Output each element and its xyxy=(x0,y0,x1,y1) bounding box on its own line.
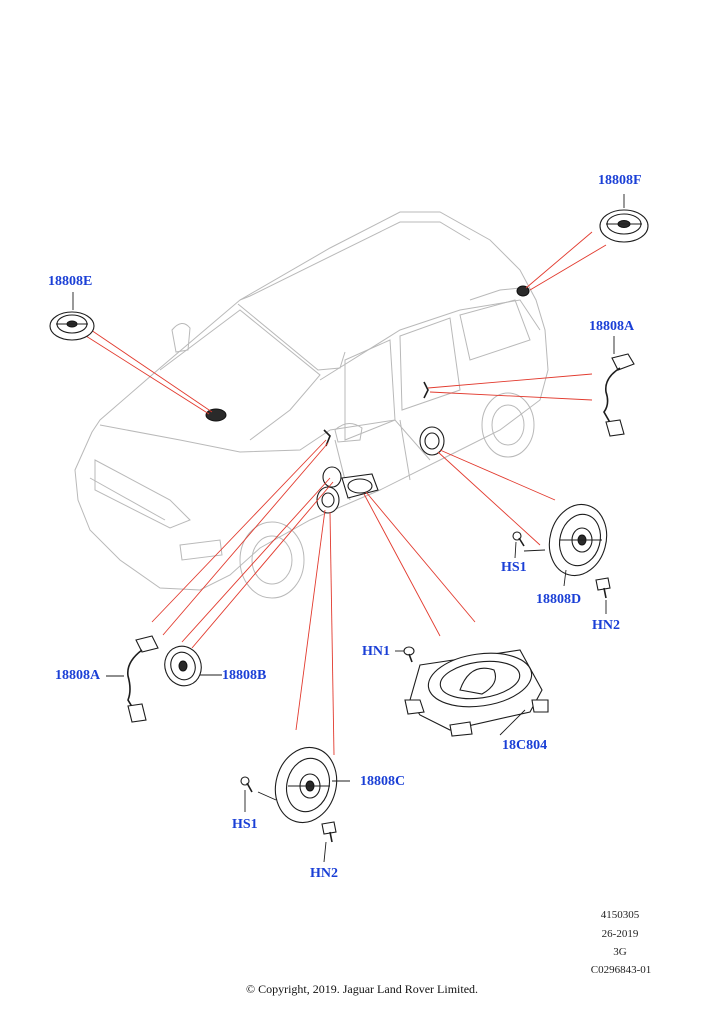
harness-18808A-right[interactable] xyxy=(603,353,635,437)
callout-18C804[interactable]: 18C804 xyxy=(502,738,548,753)
screw-hs1-right xyxy=(512,531,525,547)
vehicle-outline xyxy=(74,211,549,599)
speaker-18808C[interactable] xyxy=(267,741,345,830)
illustration-rev: 3G xyxy=(613,946,627,958)
nut-hn1 xyxy=(403,646,415,663)
callout-18808E[interactable]: 18808E xyxy=(48,274,93,289)
callout-18808D[interactable]: 18808D xyxy=(536,592,582,607)
clip-hn2-bottom xyxy=(321,821,337,843)
rear-door-harness-mount xyxy=(423,381,429,399)
callout-HN1[interactable]: HN1 xyxy=(362,644,390,659)
speaker-18808B[interactable] xyxy=(159,641,207,691)
speaker-18808E[interactable] xyxy=(49,311,95,341)
subwoofer-18C804[interactable] xyxy=(404,647,549,737)
rear-door-speaker-mount xyxy=(419,426,445,456)
harness-18808A-left[interactable] xyxy=(126,635,159,723)
screw-hs1-bottom xyxy=(240,776,253,793)
front-door-harness-mount xyxy=(323,429,331,447)
speaker-18808F[interactable] xyxy=(599,209,649,243)
callout-pointers xyxy=(72,194,625,863)
callout-HN2-right[interactable]: HN2 xyxy=(592,618,620,633)
illustration-ref: 4150305 xyxy=(600,909,640,921)
illustration-date: 26-2019 xyxy=(601,928,639,940)
callout-HS1-right[interactable]: HS1 xyxy=(501,560,527,575)
callout-18808C[interactable]: 18808C xyxy=(360,774,406,789)
copyright-notice: © Copyright, 2019. Jaguar Land Rover Lim… xyxy=(245,982,479,996)
illustration-code: C0296843-01 xyxy=(590,964,652,976)
callout-18808A-left[interactable]: 18808A xyxy=(55,668,101,683)
front-door-speaker-mount xyxy=(316,466,379,514)
dash-speaker-mount xyxy=(205,408,227,422)
callout-HN2-bottom[interactable]: HN2 xyxy=(310,866,338,881)
callout-18808A-right[interactable]: 18808A xyxy=(589,319,635,334)
callout-18808B[interactable]: 18808B xyxy=(222,668,267,683)
callout-18808F[interactable]: 18808F xyxy=(598,173,642,188)
rear-speaker-mount xyxy=(516,285,530,297)
clip-hn2-right xyxy=(595,577,611,599)
leader-lines xyxy=(85,231,607,756)
speaker-18808D[interactable] xyxy=(542,498,615,582)
callout-HS1-bottom[interactable]: HS1 xyxy=(232,817,258,832)
